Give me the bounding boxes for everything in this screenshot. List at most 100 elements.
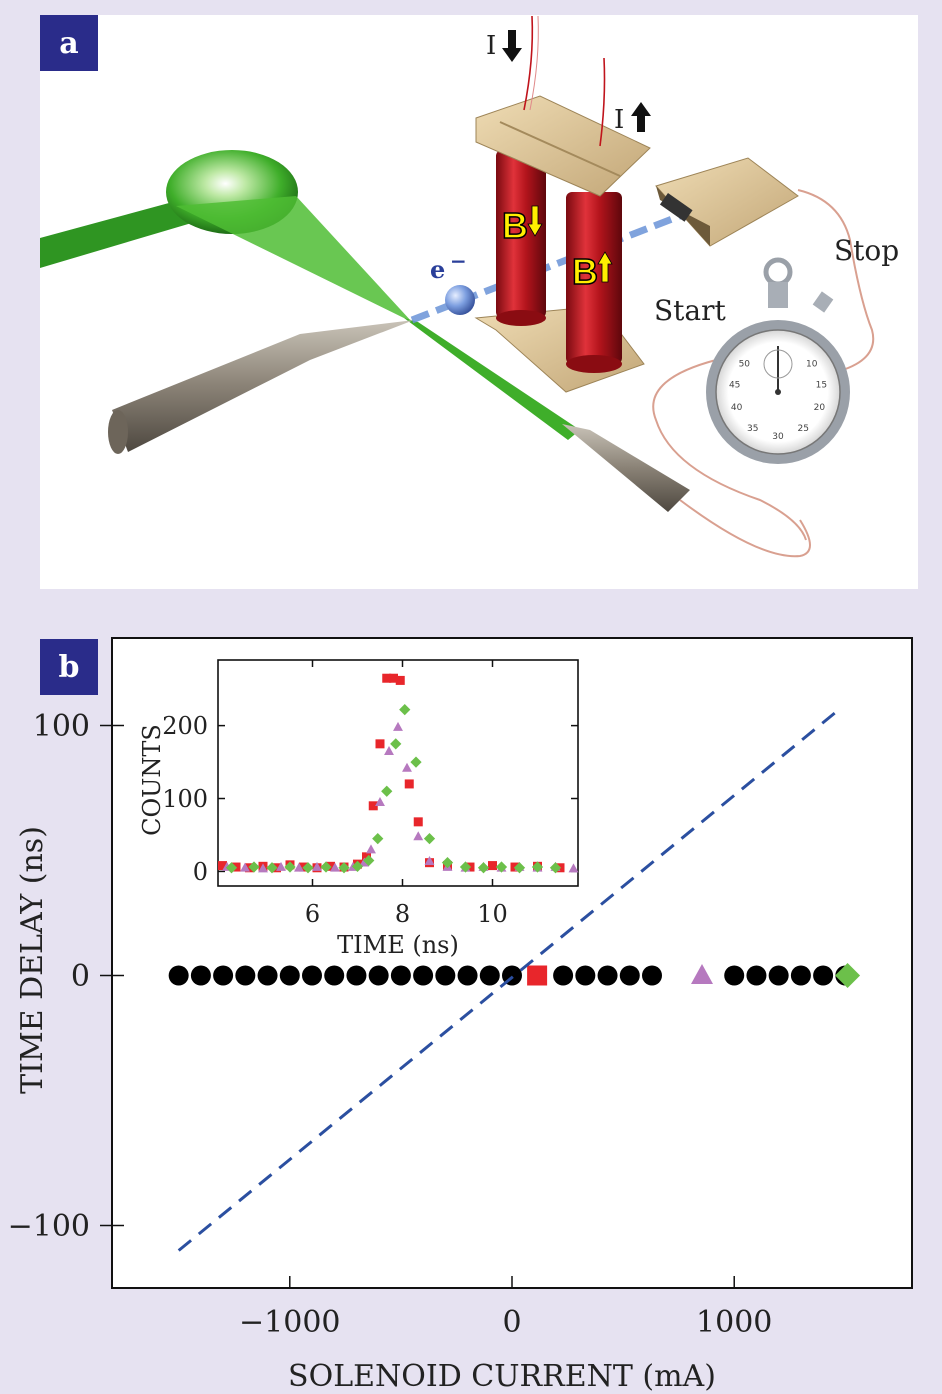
current-label-up: I	[614, 105, 624, 135]
data-point-diamond	[531, 861, 544, 873]
main-y-axis-label: TIME DELAY (ns)	[15, 826, 50, 1094]
data-point-triangle	[258, 863, 268, 873]
data-point-circle	[619, 965, 640, 986]
start-label: Start	[654, 294, 727, 327]
data-point-square	[368, 801, 378, 811]
x-tick-label: 0	[502, 1305, 521, 1340]
stopwatch-number: 30	[772, 432, 784, 442]
data-point-square	[389, 673, 398, 683]
data-point-circle	[575, 965, 596, 986]
y-tick-label: 200	[162, 712, 208, 740]
stopwatch-number: 40	[731, 403, 743, 413]
electron-ball	[445, 285, 475, 315]
coil-right-bottom	[566, 355, 622, 373]
data-point-diamond	[266, 862, 278, 874]
solenoid-coil-right	[566, 192, 622, 364]
data-point-circle	[597, 965, 618, 986]
data-point-circle	[413, 965, 434, 986]
data-point-circle	[368, 965, 389, 986]
data-point-diamond	[495, 861, 508, 873]
data-point-triangle	[366, 844, 376, 854]
data-point-triangle	[276, 861, 286, 871]
data-point-diamond	[372, 832, 384, 845]
data-point-circle	[435, 965, 456, 986]
current-label-down: I	[486, 31, 496, 61]
inset-x-axis-label: TIME (ns)	[337, 931, 459, 959]
data-point-triangle	[393, 721, 403, 731]
top-plate-groove	[499, 121, 621, 177]
data-point-square	[488, 861, 497, 871]
emitter-tip-end	[108, 410, 128, 454]
data-point-square	[527, 965, 548, 986]
data-point-diamond	[549, 862, 562, 874]
inset-y-axis-label: COUNTS	[138, 724, 166, 836]
electron-label: e	[430, 255, 445, 284]
data-point-square	[395, 675, 405, 685]
wire-right	[599, 57, 606, 147]
data-point-diamond	[320, 861, 332, 873]
data-point-circle	[324, 965, 345, 986]
panel-letter-b: b	[40, 639, 98, 695]
data-point-diamond	[513, 862, 526, 874]
data-point-triangle	[402, 762, 412, 772]
fiber-probe-wire	[679, 499, 811, 558]
data-point-square	[218, 861, 227, 871]
data-point-triangle	[330, 862, 340, 872]
data-point-circle	[746, 965, 767, 986]
x-tick-label: 6	[305, 900, 320, 928]
stopwatch-number: 15	[816, 380, 827, 390]
data-point-diamond	[338, 862, 350, 874]
y-tick-label: 100	[33, 709, 90, 744]
data-point-triangle	[413, 831, 424, 841]
stop-cable	[797, 189, 875, 373]
data-point-square	[404, 779, 414, 789]
data-point-diamond	[381, 785, 393, 797]
emitter-tip	[112, 320, 414, 452]
y-tick-label: 0	[193, 858, 208, 886]
data-point-triangle	[359, 857, 370, 867]
stop-label: Stop	[834, 234, 899, 267]
data-point-diamond	[248, 861, 260, 873]
data-point-diamond	[399, 703, 411, 716]
main-plot-marks	[168, 706, 861, 1252]
stopwatch-number: 25	[798, 424, 809, 434]
data-point-diamond	[423, 832, 436, 845]
arrow-up-icon	[631, 102, 651, 132]
x-tick-label: −1000	[239, 1305, 340, 1340]
data-point-triangle	[312, 861, 322, 871]
data-point-diamond	[477, 862, 490, 874]
data-point-triangle	[691, 964, 713, 984]
panel-letter-a: a	[40, 15, 98, 71]
data-point-triangle	[424, 856, 435, 866]
data-point-circle	[790, 965, 811, 986]
stopwatch-number: 50	[739, 360, 751, 370]
fit-line	[177, 706, 842, 1252]
detector-slot	[659, 193, 693, 222]
x-tick-label: 1000	[696, 1305, 772, 1340]
data-point-diamond	[410, 756, 422, 768]
field-arrow-down-icon	[527, 205, 543, 237]
x-tick-label: 10	[477, 900, 508, 928]
data-point-diamond	[835, 963, 861, 988]
fiber-probe-body	[562, 424, 690, 512]
stopwatch-number: 10	[806, 360, 818, 370]
data-point-circle	[642, 965, 662, 986]
data-point-circle	[168, 965, 189, 986]
data-point-diamond	[225, 862, 238, 874]
data-point-diamond	[390, 738, 402, 750]
data-point-triangle	[568, 863, 579, 873]
electron-path	[410, 208, 692, 324]
data-point-circle	[190, 965, 211, 986]
data-point-circle	[390, 965, 411, 986]
field-arrow-up-icon	[597, 251, 613, 283]
data-point-diamond	[351, 860, 364, 872]
data-point-diamond	[363, 854, 375, 867]
data-point-diamond	[284, 861, 296, 873]
y-tick-label: −100	[8, 1209, 90, 1244]
data-point-triangle	[384, 745, 394, 755]
data-point-circle	[257, 965, 278, 986]
